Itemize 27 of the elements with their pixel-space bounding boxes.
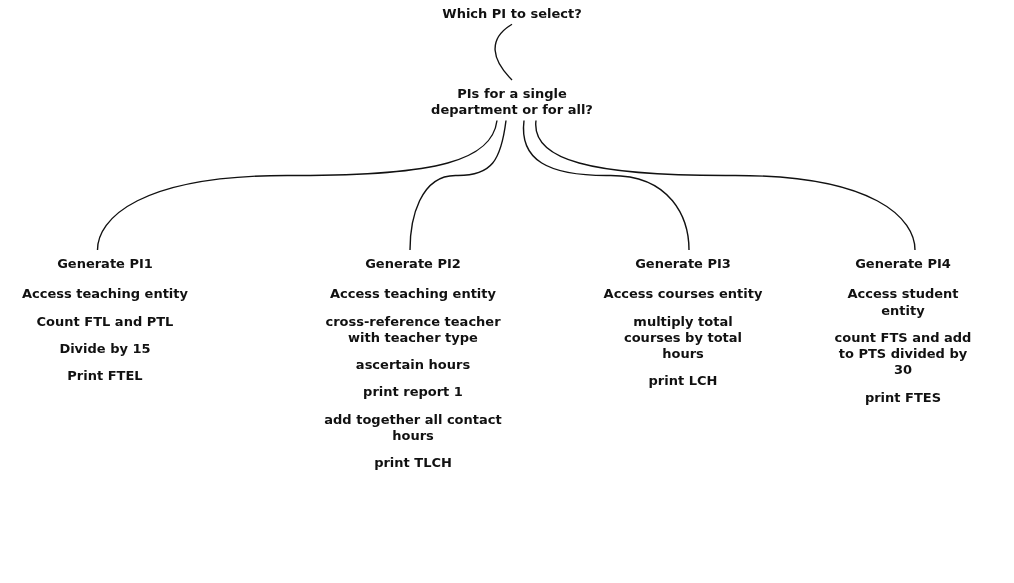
step-text: Print FTEL — [66, 368, 144, 385]
step-text: add together all contact hours — [323, 411, 503, 444]
step-text: multiply total courses by total hours — [623, 313, 743, 363]
question-text: PIs for a single department or for all? — [412, 86, 612, 119]
step-text: count FTS and add to PTS divided by 30 — [833, 329, 973, 379]
connector-line — [522, 119, 690, 251]
step-text: cross-reference teacher with teacher type — [324, 313, 502, 346]
step-heading: Generate PI4 — [854, 256, 952, 273]
question-text: Which PI to select? — [382, 6, 642, 23]
step-text: print report 1 — [362, 384, 464, 401]
step-text: Count FTL and PTL — [35, 313, 175, 330]
step-heading: Generate PI2 — [364, 256, 462, 273]
step-text: print LCH — [647, 373, 719, 390]
step-text: Access teaching entity — [329, 286, 497, 303]
step-text: Divide by 15 — [58, 340, 152, 357]
connector-line — [535, 119, 916, 251]
step-heading: Generate PI3 — [634, 256, 732, 273]
step-text: print TLCH — [373, 455, 453, 472]
connector-line — [409, 119, 507, 251]
connector-line — [494, 23, 513, 81]
step-heading: Generate PI1 — [56, 256, 154, 273]
step-text: print FTES — [863, 389, 943, 406]
connector-line — [96, 119, 498, 251]
step-text: Access student entity — [846, 286, 960, 319]
step-text: Access courses entity — [603, 286, 763, 303]
step-text: Access teaching entity — [21, 286, 189, 303]
step-text: ascertain hours — [354, 357, 472, 374]
